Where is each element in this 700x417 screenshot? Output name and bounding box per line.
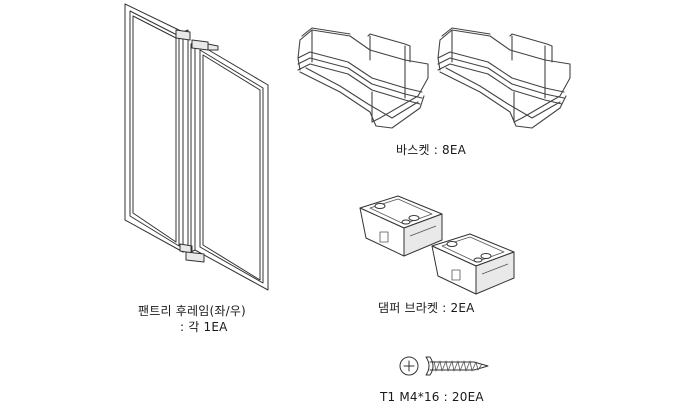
damper-bracket-label: 댐퍼 브라켓 : 2EA <box>378 301 475 315</box>
damper-bracket-2 <box>431 233 515 295</box>
basket-1 <box>297 27 429 129</box>
basket-label: 바스켓 : 8EA <box>396 143 467 157</box>
pantry-frame-left <box>124 3 193 254</box>
pantry-frame-right <box>185 39 269 291</box>
frame-quantity: : 각 1EA <box>180 320 228 334</box>
screw-icon <box>399 356 489 376</box>
frame-label: 팬트리 후레임(좌/우) <box>138 304 246 318</box>
screw-label: T1 M4*16 : 20EA <box>380 390 484 404</box>
basket-2 <box>437 27 571 129</box>
damper-bracket-1 <box>359 195 443 257</box>
